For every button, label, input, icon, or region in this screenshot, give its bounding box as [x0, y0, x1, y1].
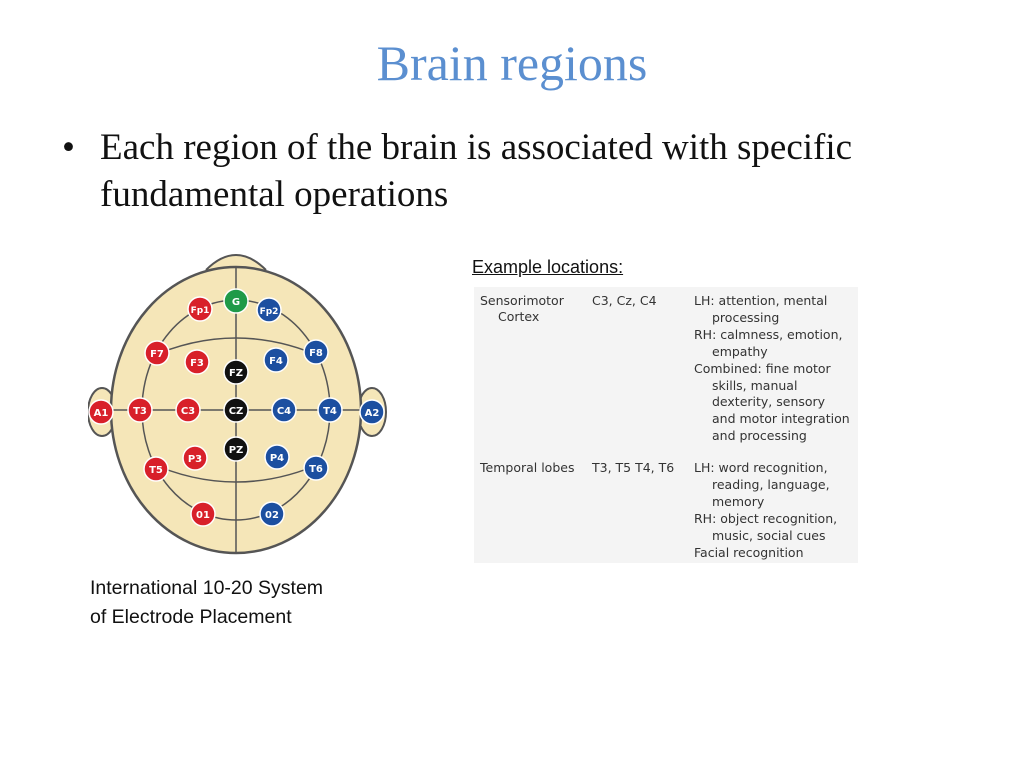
electrode-fp2: Fp2 [256, 297, 282, 323]
electrode-f4: F4 [263, 347, 289, 373]
electrode-c3: C3 [175, 397, 201, 423]
electrode-c4: C4 [271, 397, 297, 423]
electrodes-cell: T3, T5 T4, T6 [592, 460, 675, 475]
function-line: processing [712, 309, 780, 325]
svg-text:PZ: PZ [229, 445, 244, 456]
slide-title: Brain regions [376, 35, 648, 91]
electrode-p4: P4 [264, 444, 290, 470]
region-name: Temporal lobes [480, 460, 575, 475]
svg-text:T4: T4 [323, 406, 337, 417]
svg-text:A2: A2 [365, 408, 380, 419]
svg-text:T6: T6 [309, 464, 323, 475]
region-cell: Sensorimotor Cortex [480, 293, 590, 325]
example-locations-heading: Example locations: [472, 257, 624, 277]
nose [205, 254, 267, 271]
electrode-f8: F8 [303, 339, 329, 365]
function-line: music, social cues [712, 527, 826, 543]
svg-text:F4: F4 [269, 356, 283, 367]
caption-line-1: International 10-20 System [90, 577, 324, 599]
svg-text:FZ: FZ [229, 368, 243, 379]
svg-text:C3: C3 [181, 406, 195, 417]
electrodes-cell: C3, Cz, C4 [592, 293, 657, 308]
function-line: RH: calmness, emotion, [694, 326, 843, 342]
electrode-t6: T6 [303, 455, 329, 481]
electrode-a1: A1 [88, 399, 114, 425]
region-name-continued: Cortex [498, 309, 540, 324]
svg-text:CZ: CZ [229, 406, 244, 417]
electrode-a2: A2 [359, 399, 385, 425]
electrode-fp1: Fp1 [187, 296, 213, 322]
parietal-arc [147, 461, 325, 483]
svg-text:C4: C4 [277, 406, 291, 417]
function-line: and motor integration [712, 411, 850, 427]
bullet-text: Each region of the brain is associated w… [100, 127, 853, 215]
electrode-p3: P3 [182, 445, 208, 471]
electrode-cz: CZ [223, 397, 249, 423]
svg-text:02: 02 [265, 510, 279, 521]
function-line: LH: word recognition, [694, 460, 828, 475]
svg-text:Fp1: Fp1 [191, 306, 210, 316]
electrode-f7: F7 [144, 340, 170, 366]
function-line: skills, manual [712, 377, 798, 393]
svg-text:G: G [232, 297, 240, 308]
electrode-g: G [223, 288, 249, 314]
function-line: empathy [712, 343, 768, 359]
function-line: and processing [712, 428, 807, 444]
region-cell: Temporal lobes [480, 460, 590, 476]
electrode-fz: FZ [223, 359, 249, 385]
figure-caption: International 10-20 System of Electrode … [90, 574, 410, 632]
function-line: reading, language, [712, 476, 830, 492]
head-diagram-svg: G Fp1 Fp2 F7 F3 FZ F4 F8 A1 T3 C3 CZ C4 … [88, 254, 387, 555]
function-line: Facial recognition [694, 544, 804, 560]
example-locations-table: Sensorimotor Cortex C3, Cz, C4 LH: atten… [474, 287, 858, 563]
caption-line-2: of Electrode Placement [90, 606, 292, 628]
svg-text:A1: A1 [94, 408, 109, 419]
svg-text:P4: P4 [270, 453, 284, 464]
svg-text:F3: F3 [190, 358, 204, 369]
electrode-o2: 02 [259, 501, 285, 527]
function-line: dexterity, sensory [712, 394, 826, 410]
electrode-f3: F3 [184, 349, 210, 375]
function-cell: LH: word recognition, reading, language,… [694, 460, 858, 561]
electrode-o1: 01 [190, 501, 216, 527]
svg-text:Fp2: Fp2 [260, 307, 279, 317]
bullet-marker: • [62, 127, 75, 168]
function-line: memory [712, 493, 765, 509]
bullet-item: • Each region of the brain is associated… [62, 124, 962, 218]
svg-text:F7: F7 [150, 349, 164, 360]
function-line: RH: object recognition, [694, 510, 838, 526]
svg-text:01: 01 [196, 510, 210, 521]
electrode-placement-diagram: G Fp1 Fp2 F7 F3 FZ F4 F8 A1 T3 C3 CZ C4 … [88, 248, 388, 558]
electrode-t3: T3 [127, 397, 153, 423]
svg-text:T3: T3 [133, 406, 147, 417]
electrode-pz: PZ [223, 436, 249, 462]
electrode-t5: T5 [143, 456, 169, 482]
function-line: Combined: fine motor [694, 360, 831, 376]
svg-text:F8: F8 [309, 348, 323, 359]
svg-text:T5: T5 [149, 465, 163, 476]
region-name: Sensorimotor [480, 293, 564, 308]
electrode-t4: T4 [317, 397, 343, 423]
svg-text:P3: P3 [188, 454, 202, 465]
function-cell: LH: attention, mental processing RH: cal… [694, 293, 858, 445]
function-line: LH: attention, mental [694, 293, 828, 308]
